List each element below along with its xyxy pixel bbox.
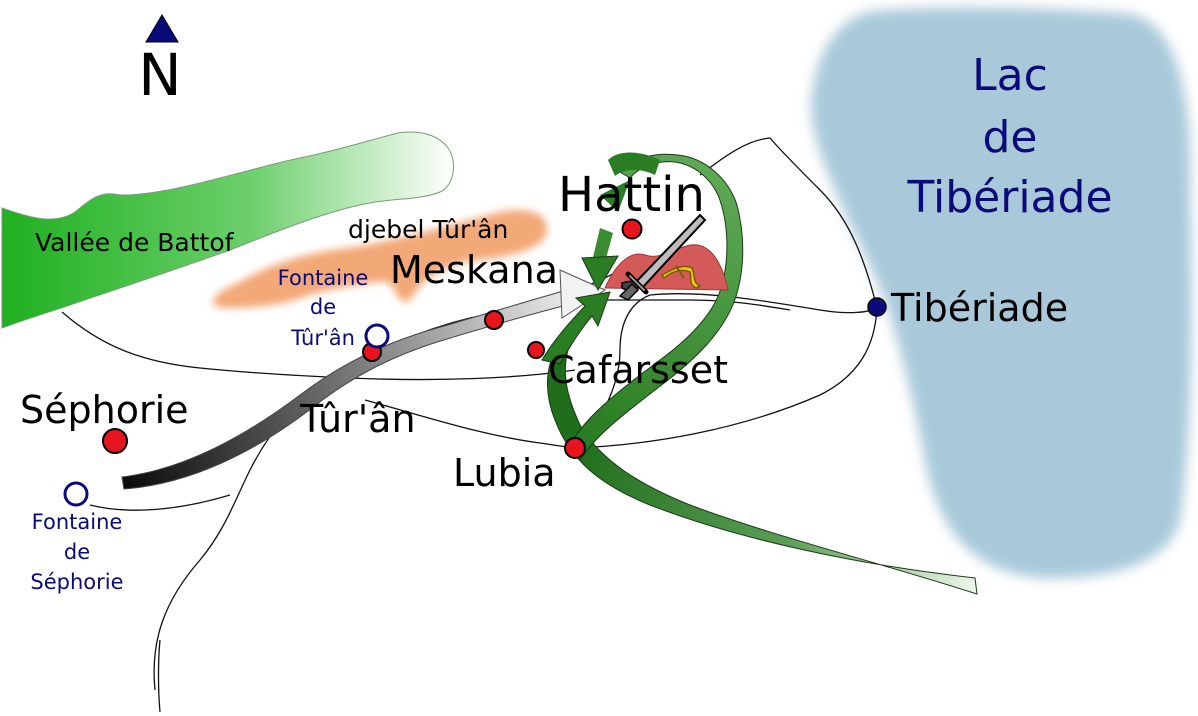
- town-marker-cafarsset: [527, 341, 545, 359]
- fountain-sephorie-label-line2: de: [64, 540, 90, 564]
- lake-tiberiade-shape: [811, 7, 1192, 579]
- lake-label-line2: de: [983, 112, 1038, 163]
- town-label-sephorie: Séphorie: [20, 388, 189, 432]
- town-marker-sephorie: [102, 428, 128, 454]
- valley-battof-shape: [1, 131, 455, 329]
- town-label-cafarsset: Cafarsset: [548, 348, 728, 392]
- fountain-sephorie-label-line1: Fontaine: [32, 510, 123, 534]
- compass-label: N: [138, 41, 181, 109]
- saladin-army-arrows: [541, 152, 978, 595]
- fountain-turan-label-line3: Tûr'ân: [290, 326, 355, 350]
- fountain-turan-label-line2: de: [310, 295, 336, 319]
- sabre-icon: [660, 265, 702, 289]
- town-marker-meskana: [484, 310, 504, 330]
- road-network: [61, 137, 878, 713]
- lake-label-line1: Lac: [972, 50, 1048, 101]
- town-label-tiberiade: Tibériade: [890, 286, 1068, 330]
- djebel-label: djebel Tûr'ân: [348, 215, 508, 244]
- fountain-marker-turan: [364, 323, 390, 349]
- valley-label: Vallée de Battof: [35, 228, 235, 257]
- lake-label-line3: Tibériade: [906, 172, 1112, 223]
- djebel-turan-shape: [213, 210, 548, 308]
- town-label-turan: Tûr'ân: [299, 397, 416, 441]
- town-label-hattin: Hattin: [558, 167, 705, 223]
- town-marker-tiberiade: [867, 297, 887, 317]
- town-label-meskana: Meskana: [390, 248, 558, 292]
- fountain-sephorie-label-line3: Séphorie: [30, 570, 123, 594]
- fountain-turan-label-line1: Fontaine: [278, 266, 369, 290]
- compass-north-arrow-icon: [145, 14, 179, 43]
- town-marker-lubia: [564, 437, 586, 459]
- town-label-lubia: Lubia: [453, 451, 556, 495]
- fountain-marker-sephorie: [63, 481, 89, 507]
- town-marker-hattin: [621, 218, 643, 240]
- town-markers: [102, 218, 643, 459]
- crossed-sword-battle-icon: [618, 213, 707, 301]
